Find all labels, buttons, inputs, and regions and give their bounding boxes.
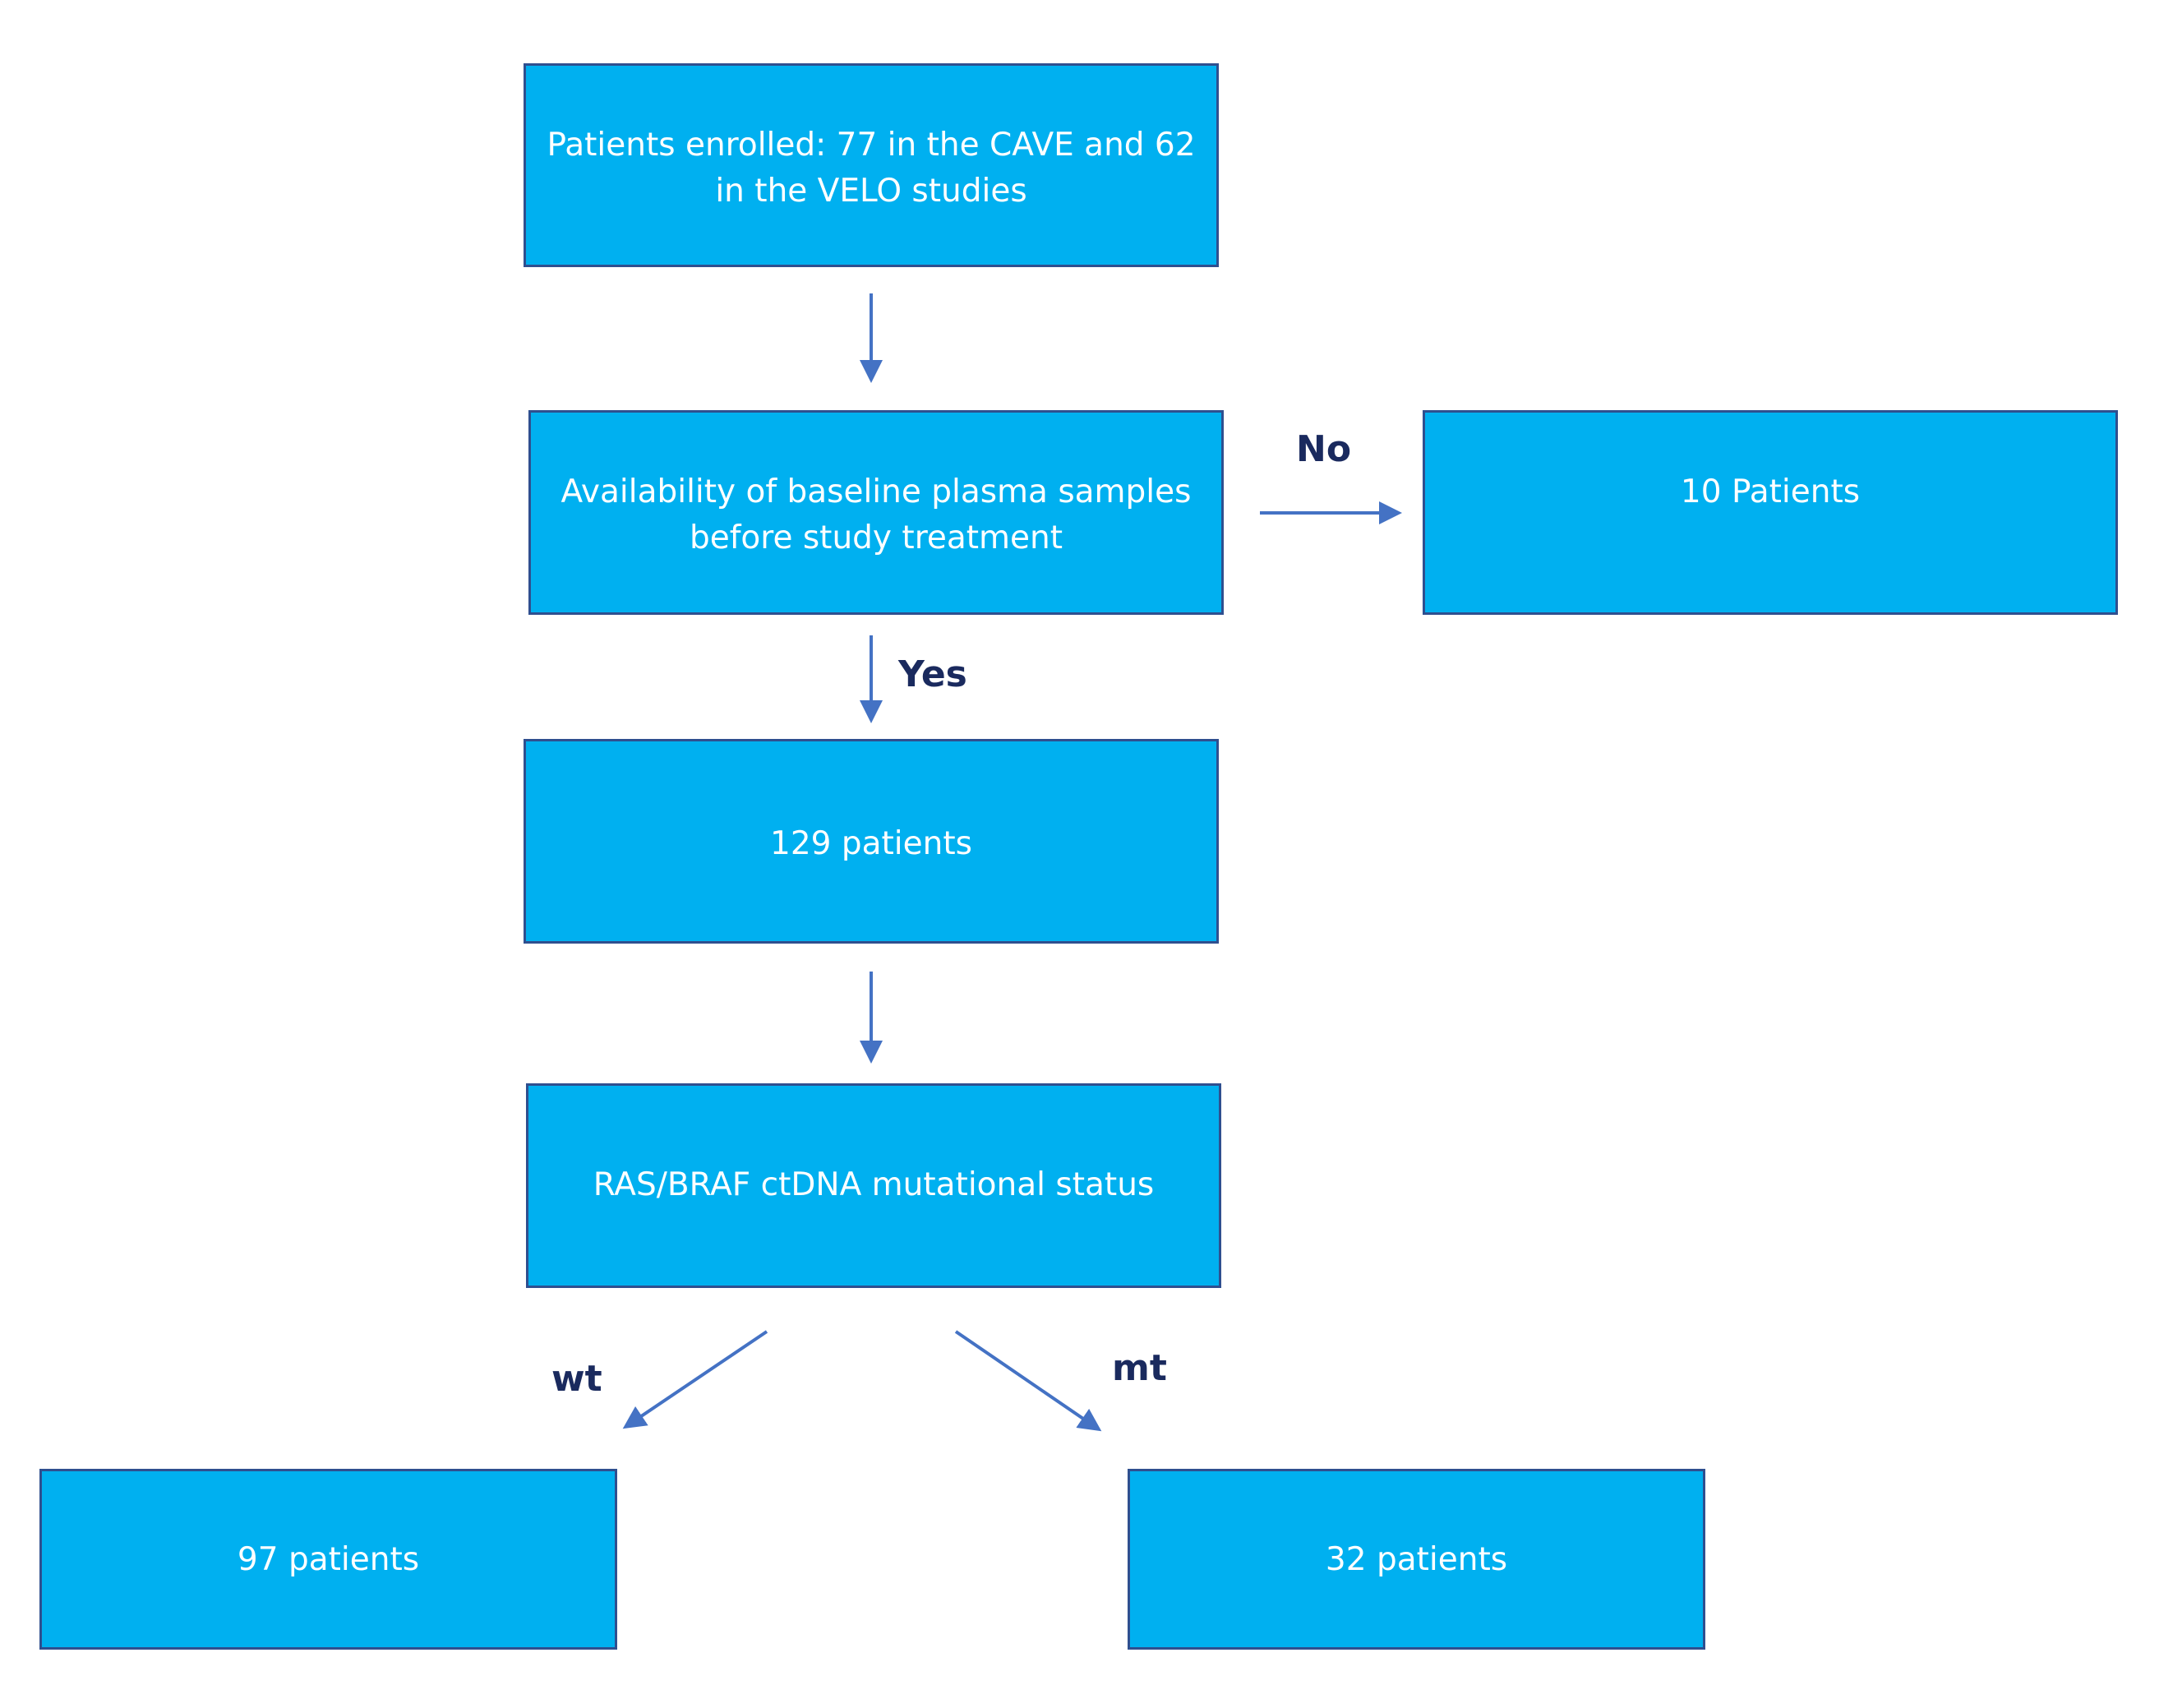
box-wild-type-patients: 97 patients xyxy=(39,1469,617,1650)
box-baseline-sample-availability: Availability of baseline plasma samples … xyxy=(528,410,1224,615)
box-mutant-patients-line-1: 32 patients xyxy=(1325,1541,1508,1578)
edge-label-mt: mt xyxy=(1112,1347,1167,1389)
arrow-status-to-wild-type xyxy=(622,1330,768,1429)
box-patients-enrolled-line-2: in the VELO studies xyxy=(715,173,1027,210)
box-excluded-patients-line-1: 10 Patients xyxy=(1680,473,1861,510)
box-excluded-patients: 10 Patients xyxy=(1423,410,2118,615)
box-patients-enrolled: Patients enrolled: 77 in the CAVE and 62… xyxy=(524,63,1219,267)
edge-label-yes: Yes xyxy=(898,653,967,695)
arrow-status-to-mutant xyxy=(954,1330,1102,1432)
box-analyzed-patients: 129 patients xyxy=(524,739,1219,944)
box-mutant-patients: 32 patients xyxy=(1128,1469,1705,1650)
box-mutational-status-line-1: RAS/BRAF ctDNA mutational status xyxy=(593,1166,1155,1203)
edge-label-no: No xyxy=(1296,428,1352,470)
box-baseline-sample-availability-line-1: Availability of baseline plasma samples xyxy=(561,473,1192,510)
box-wild-type-patients-line-1: 97 patients xyxy=(237,1541,420,1578)
box-analyzed-patients-line-1: 129 patients xyxy=(770,825,972,862)
box-mutational-status: RAS/BRAF ctDNA mutational status xyxy=(526,1083,1221,1288)
edge-label-wt: wt xyxy=(551,1358,602,1400)
box-patients-enrolled-line-1: Patients enrolled: 77 in the CAVE and 62 xyxy=(547,127,1196,164)
box-baseline-sample-availability-line-2: before study treatment xyxy=(689,519,1063,556)
